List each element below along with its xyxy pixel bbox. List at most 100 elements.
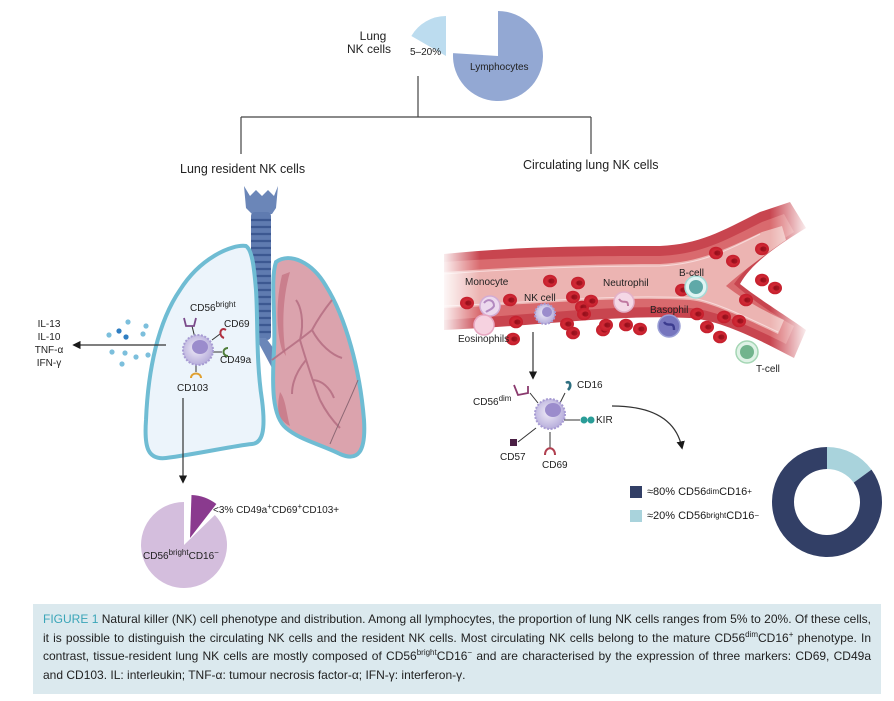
marker-cd56bright-label: CD56bright [190, 300, 236, 315]
marker-cd56-text: CD56 [190, 303, 216, 314]
caption-part4: CD16 [436, 649, 468, 663]
figure-diagram: Lung NK cells 5–20% Lymphocytes Lung res… [34, 11, 882, 589]
cytokine-dots [106, 319, 151, 367]
subset-label-part1: <3% CD49a [213, 505, 268, 516]
cd57-receptor-icon [510, 439, 517, 446]
top-pie-slice-label: 5–20% [410, 47, 442, 58]
figure-caption: FIGURE 1 Natural killer (NK) cell phenot… [43, 610, 871, 684]
bronchi [271, 299, 343, 429]
caption-sup4: − [467, 648, 473, 657]
marker-cd56-sup: bright [215, 300, 236, 309]
cytokine-dot [116, 328, 122, 334]
marker-kir-label: KIR [596, 415, 613, 426]
label-basophil: Basophil [650, 305, 689, 316]
cytokine-il13: IL-13 [37, 319, 61, 330]
cd103-receptor-icon [190, 372, 202, 379]
vessel-white-cells [473, 275, 759, 364]
marker-cd69-label: CD69 [224, 319, 250, 330]
top-pie-main-label: Lymphocytes [470, 62, 529, 73]
main-label-part2: CD16 [188, 551, 215, 562]
monocyte-cell [479, 295, 501, 317]
cd16-receptor-icon [565, 380, 572, 391]
legend-text-1c: CD16 [719, 486, 748, 498]
left-branch-title: Lung resident NK cells [180, 162, 306, 176]
diagram-canvas [72, 11, 882, 589]
circulating-nk-cell-detail [510, 380, 595, 456]
legend-text-2c: CD16 [726, 510, 755, 522]
caption-sup1: dim [745, 629, 759, 639]
cd69-receptor-icon-circ [544, 447, 556, 456]
subset-label-part3: CD103+ [302, 505, 340, 516]
tree-connector [240, 76, 592, 154]
subset-label-sup2: + [297, 502, 303, 511]
cytokine-dot [133, 354, 139, 360]
pie-slice-lung-nk-cells [411, 16, 446, 56]
cd49a-receptor-icon [222, 347, 229, 357]
legend-text-2a: ≈20% CD56 [647, 510, 707, 522]
pie-slice-cd56bright-cd16neg [141, 502, 227, 589]
right-lung [271, 256, 367, 459]
resident-pie-subset-label: <3% CD49a+CD69+CD103+ [213, 502, 340, 517]
top-pie-chart [411, 11, 544, 102]
marker-cd56dim-label: CD56dim [473, 394, 512, 409]
label-neutrophil: Neutrophil [603, 278, 649, 289]
cytokine-dot [106, 332, 112, 338]
marker-cd56dim-text: CD56 [473, 397, 499, 408]
legend-swatch-dark [630, 486, 642, 498]
caption-part1: Natural killer (NK) cell phenotype and d… [43, 612, 871, 645]
cytokine-dot [122, 350, 128, 356]
cytokine-dot [143, 323, 149, 329]
cytokine-dot [145, 352, 151, 358]
main-label-part1: CD56 [143, 551, 169, 562]
cytokine-dot [119, 361, 125, 367]
circulating-donut-chart [771, 447, 882, 557]
kir-receptor-icon [580, 416, 588, 424]
pie-slice-cd49a-cd69-cd103 [190, 495, 217, 538]
cytokine-dot [109, 349, 115, 355]
red-blood-cells [460, 242, 782, 346]
label-b-cell: B-cell [679, 268, 705, 279]
cytokine-dot [140, 331, 146, 337]
caption-part3: phenotype. In contrast, tissue-resident … [43, 630, 871, 664]
label-monocyte: Monocyte [465, 277, 509, 288]
legend-swatch-light [630, 510, 642, 522]
curved-arrow-to-donut [611, 405, 685, 450]
caption-part2: CD16 [758, 630, 789, 645]
resident-nk-cell [182, 317, 229, 379]
pie-slice-lymphocytes [453, 11, 544, 102]
top-pie-side-label: Lung NK cells [347, 30, 393, 56]
resident-pie-main-label: CD56brightCD16− [143, 548, 219, 563]
label-t-cell: T-cell [756, 364, 780, 375]
cd69-receptor-icon [219, 328, 227, 339]
basophil-cell [657, 314, 681, 338]
subset-label-sup1: + [267, 502, 272, 511]
figure-label: FIGURE 1 [43, 612, 99, 626]
marker-cd57-label: CD57 [500, 452, 526, 463]
cytokine-dot [123, 334, 129, 340]
blood-vessel [440, 196, 810, 366]
main-label-sup1: bright [168, 548, 189, 557]
caption-sup3: bright [416, 648, 437, 657]
eosinophil-cell [473, 314, 495, 336]
cytokine-tnfa: TNF-α [34, 345, 64, 356]
side-label-line2: NK cells [346, 42, 391, 56]
caption-part5: and are characterised by the expression … [43, 649, 871, 682]
subset-label-part2: CD69 [271, 505, 298, 516]
cytokine-il10: IL-10 [37, 332, 61, 343]
cd56dim-receptor-icon [513, 384, 529, 397]
cytokine-ifng: IFN-γ [36, 358, 62, 369]
lungs-illustration [143, 186, 367, 461]
label-eosinophils: Eosinophils [458, 334, 510, 345]
label-nk-cell: NK cell [524, 293, 556, 304]
resident-pie-chart [141, 495, 227, 589]
cytokine-list: IL-13 IL-10 TNF-α IFN-γ [34, 318, 64, 370]
marker-cd69-circ-label: CD69 [542, 460, 568, 471]
cd56-receptor-icon [183, 317, 197, 327]
donut-segment-cd56dim [771, 447, 882, 557]
marker-cd16-label: CD16 [577, 380, 603, 391]
donut-segment-cd56bright [827, 447, 872, 483]
marker-cd56dim-sup: dim [498, 394, 512, 403]
